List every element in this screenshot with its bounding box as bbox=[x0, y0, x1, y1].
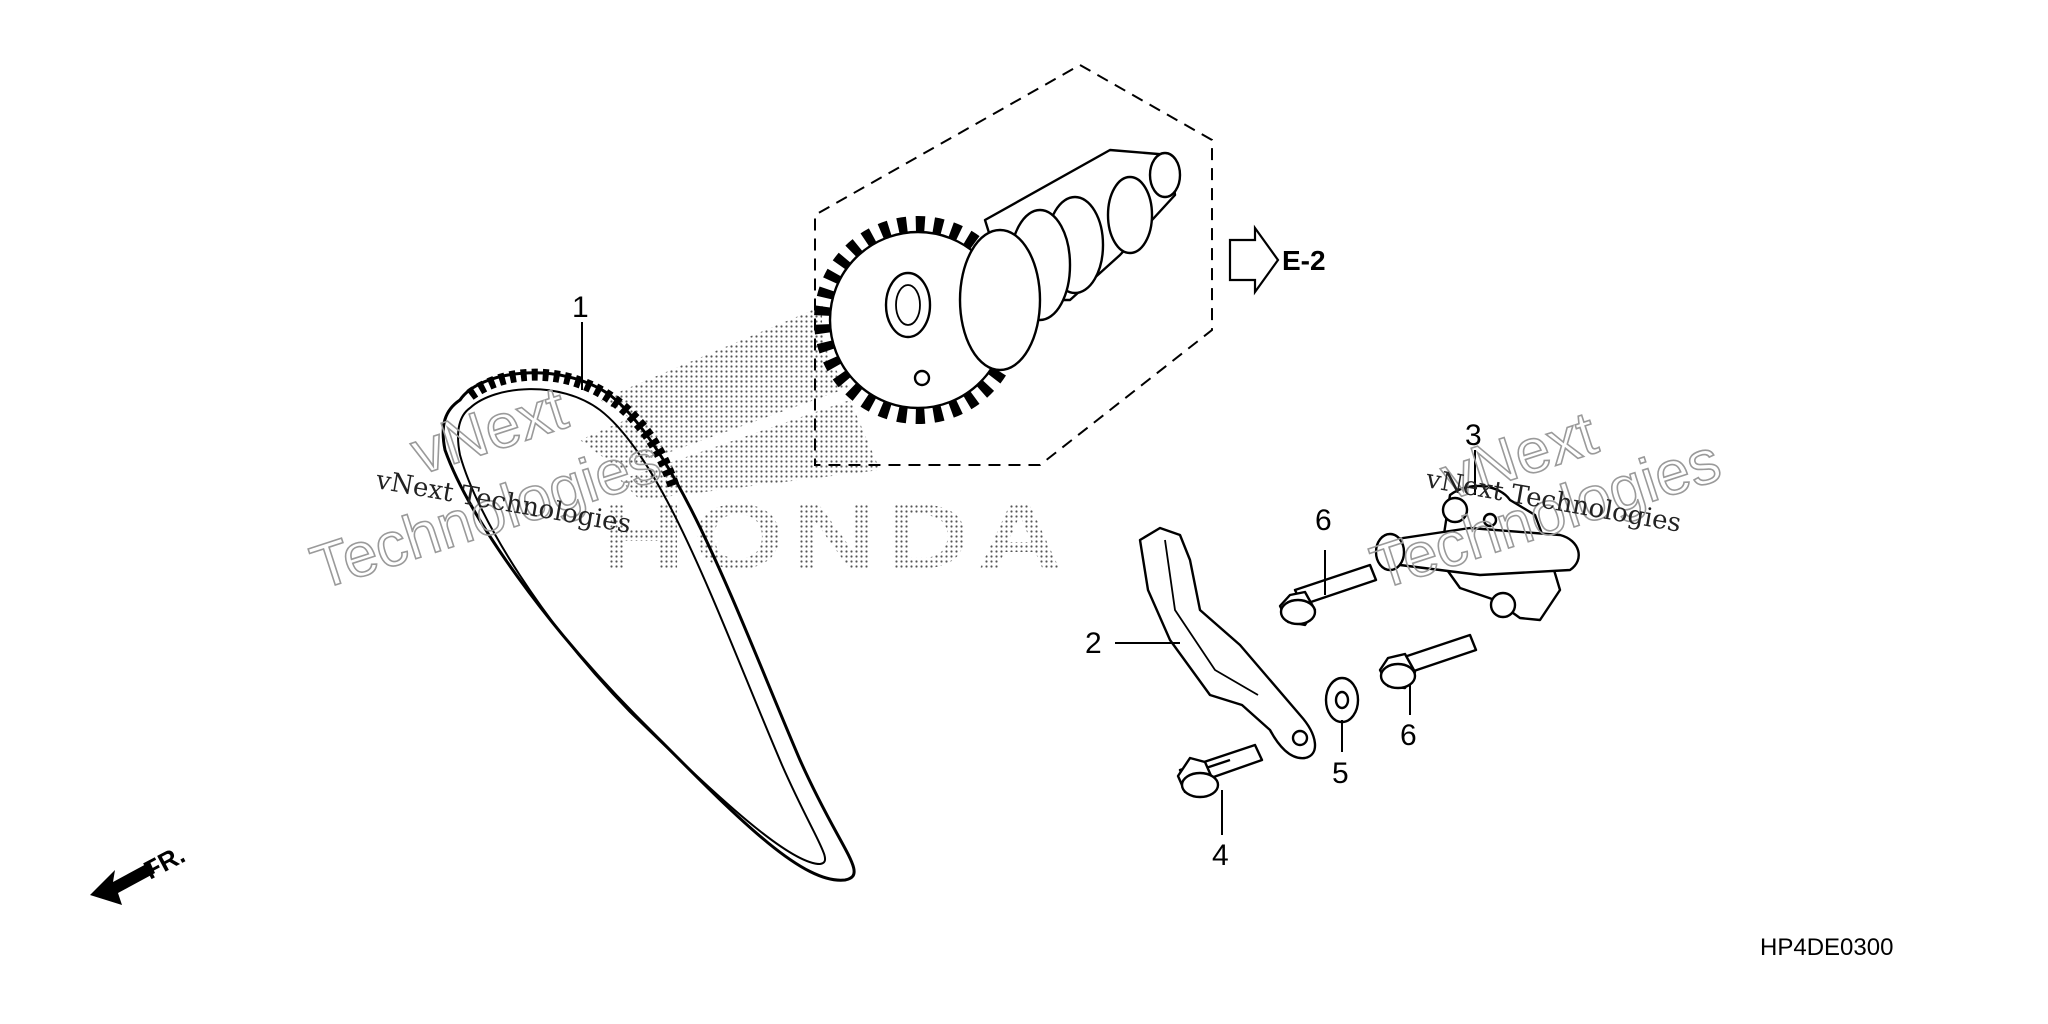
callout-5: 5 bbox=[1332, 757, 1349, 790]
bolt-4 bbox=[1176, 743, 1264, 799]
callout-4: 4 bbox=[1212, 839, 1229, 872]
front-indicator: FR. bbox=[90, 839, 190, 905]
callout-3: 3 bbox=[1465, 419, 1482, 452]
diagram-code: HP4DE0300 bbox=[1760, 934, 1893, 961]
bolt-6-upper bbox=[1278, 563, 1378, 627]
callout-6-upper: 6 bbox=[1315, 504, 1332, 537]
section-ref-label: E-2 bbox=[1282, 245, 1326, 276]
callout-1: 1 bbox=[572, 291, 589, 324]
tensioner-lifter bbox=[1374, 484, 1580, 622]
callout-leaders bbox=[581, 322, 1476, 835]
callout-6-lower: 6 bbox=[1400, 719, 1417, 752]
camshaft-sprocket bbox=[814, 148, 1182, 424]
washer-5 bbox=[1324, 676, 1360, 724]
front-indicator-label: FR. bbox=[139, 839, 190, 885]
svg-text:HONDA: HONDA bbox=[600, 486, 1070, 588]
cam-chain bbox=[441, 368, 856, 882]
front-arrow-icon bbox=[90, 862, 155, 905]
camshaft-assembly-boundary bbox=[814, 63, 1213, 466]
tensioner-slider bbox=[1138, 526, 1317, 760]
callout-2: 2 bbox=[1085, 627, 1102, 660]
bolt-6-lower bbox=[1378, 633, 1478, 690]
hollow-arrow-icon bbox=[1228, 224, 1280, 296]
section-ref-link[interactable]: E-2 bbox=[1228, 224, 1326, 296]
honda-logo-watermark: HONDA bbox=[580, 290, 1070, 588]
